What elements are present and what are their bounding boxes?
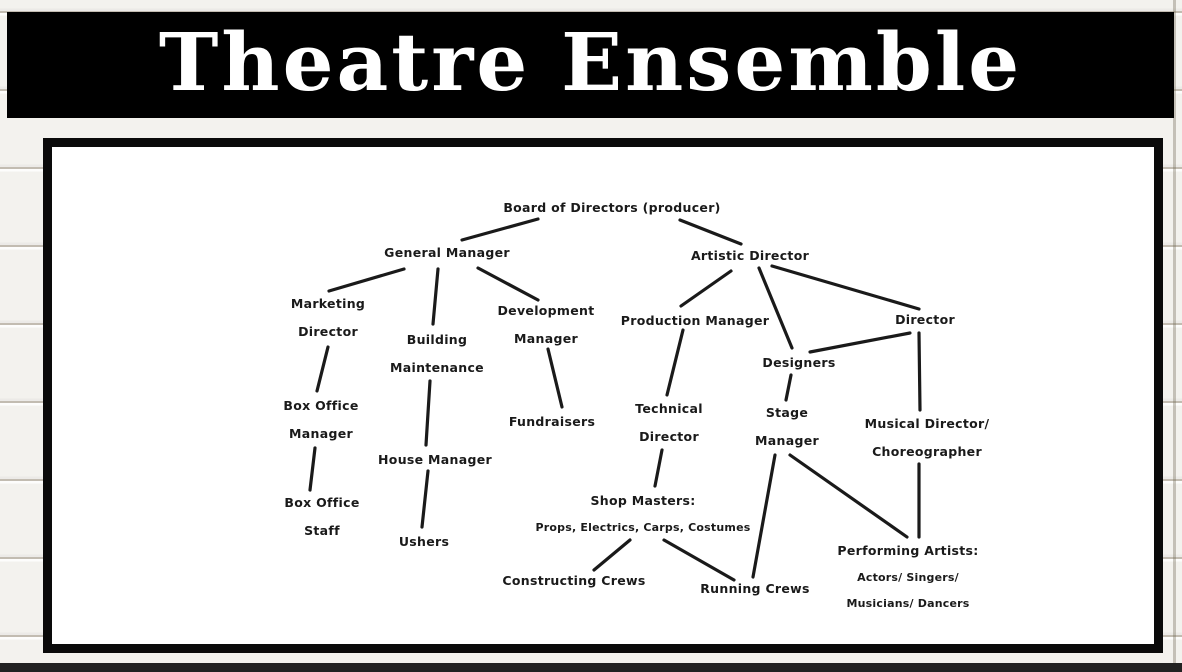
- edge-artistic-director-to-designers: [757, 266, 794, 350]
- org-node-director: Director: [895, 306, 955, 334]
- org-node-sublabel: Musicians/ Dancers: [846, 597, 970, 610]
- org-node-box-office-staff: Box Office Staff: [284, 489, 359, 545]
- org-node-label: Choreographer: [872, 444, 982, 459]
- org-node-building-maintenance: Building Maintenance: [390, 326, 484, 382]
- org-node-label: Marketing: [290, 296, 366, 311]
- org-node-label: Box Office: [284, 495, 360, 510]
- org-node-label: Manager: [755, 433, 819, 448]
- edge-building-maintenance-to-house-manager: [424, 379, 432, 447]
- edge-shop-masters-to-running-crews: [662, 538, 736, 582]
- org-node-production-manager: Production Manager: [621, 307, 769, 335]
- org-node-general-manager: General Manager: [384, 239, 510, 267]
- edge-shop-masters-to-constructing-crews: [592, 538, 632, 572]
- edge-board-to-artistic-director: [678, 218, 743, 246]
- org-node-label: Ushers: [398, 534, 450, 549]
- edge-marketing-director-to-box-office-manager: [315, 345, 330, 393]
- edge-designers-to-stage-manager: [784, 373, 793, 402]
- org-node-label: House Manager: [378, 452, 492, 467]
- org-node-label: Director: [895, 312, 955, 327]
- org-node-label: Board of Directors (producer): [503, 200, 721, 215]
- edge-director-to-musical-director: [917, 331, 922, 412]
- org-node-technical-director: Technical Director: [635, 395, 703, 451]
- page-title: Theatre Ensemble: [158, 15, 1023, 109]
- org-node-shop-masters: Shop Masters: Props, Electrics, Carps, C…: [536, 487, 751, 541]
- edge-house-manager-to-ushers: [420, 469, 430, 529]
- org-node-label: General Manager: [384, 245, 510, 260]
- org-node-label: Technical: [635, 401, 703, 416]
- org-node-label: Production Manager: [620, 313, 770, 328]
- org-node-label: Box Office: [283, 398, 359, 413]
- org-node-label: Musical Director/: [864, 416, 990, 431]
- org-node-label: Staff: [304, 523, 340, 538]
- org-node-board-of-directors: Board of Directors (producer): [503, 194, 720, 222]
- edge-stage-manager-to-running-crews: [751, 453, 777, 579]
- org-node-box-office-manager: Box Office Manager: [283, 392, 358, 448]
- org-node-label: Stage: [765, 405, 809, 420]
- org-node-label: Director: [298, 324, 358, 339]
- org-node-label: Development: [497, 303, 595, 318]
- org-node-label: Performing Artists:: [837, 543, 979, 558]
- org-node-label: Designers: [762, 355, 836, 370]
- org-node-label: Shop Masters:: [590, 493, 696, 508]
- org-node-designers: Designers: [762, 349, 835, 377]
- org-node-ushers: Ushers: [399, 528, 449, 556]
- org-node-house-manager: House Manager: [378, 446, 492, 474]
- wood-plank-seam: [1173, 0, 1176, 672]
- org-node-label: Constructing Crews: [502, 573, 646, 588]
- org-node-label: Building: [406, 332, 468, 347]
- bottom-bar: [0, 663, 1182, 672]
- org-node-fundraisers: Fundraisers: [509, 408, 595, 436]
- org-node-label: Manager: [289, 426, 353, 441]
- org-node-label: Manager: [514, 331, 578, 346]
- org-node-musical-director-choreographer: Musical Director/ Choreographer: [865, 410, 990, 466]
- org-node-stage-manager: Stage Manager: [755, 399, 819, 455]
- org-node-performing-artists: Performing Artists: Actors/ Singers/ Mus…: [837, 537, 978, 617]
- edge-general-manager-to-building-maintenance: [431, 267, 440, 326]
- org-node-running-crews: Running Crews: [700, 575, 810, 603]
- chart-frame: [43, 138, 1163, 653]
- edge-director-to-designers: [808, 331, 912, 354]
- edge-artistic-director-to-production-manager: [679, 269, 733, 308]
- org-node-artistic-director: Artistic Director: [691, 242, 809, 270]
- edge-artistic-director-to-director: [770, 264, 921, 311]
- edge-general-manager-to-marketing-director: [327, 267, 406, 293]
- org-node-marketing-director: Marketing Director: [291, 290, 365, 346]
- edge-stage-manager-to-performing-artists: [788, 453, 909, 539]
- edge-general-manager-to-development-manager: [476, 266, 540, 302]
- org-node-sublabel: Actors/ Singers/: [857, 571, 959, 584]
- edge-development-manager-to-fundraisers: [546, 347, 564, 409]
- edge-technical-director-to-shop-masters: [653, 448, 664, 488]
- org-node-label: Fundraisers: [508, 414, 596, 429]
- org-node-development-manager: Development Manager: [498, 297, 595, 353]
- org-node-constructing-crews: Constructing Crews: [502, 567, 645, 595]
- title-banner: Theatre Ensemble: [7, 12, 1174, 118]
- org-node-label: Director: [639, 429, 699, 444]
- org-node-label: Maintenance: [390, 360, 484, 375]
- edge-production-manager-to-technical-director: [665, 328, 685, 397]
- edge-box-office-manager-to-box-office-staff: [308, 446, 317, 492]
- org-node-sublabel: Props, Electrics, Carps, Costumes: [535, 521, 751, 534]
- org-node-label: Running Crews: [700, 581, 810, 596]
- org-node-label: Artistic Director: [690, 248, 810, 263]
- edge-board-to-general-manager: [460, 217, 540, 242]
